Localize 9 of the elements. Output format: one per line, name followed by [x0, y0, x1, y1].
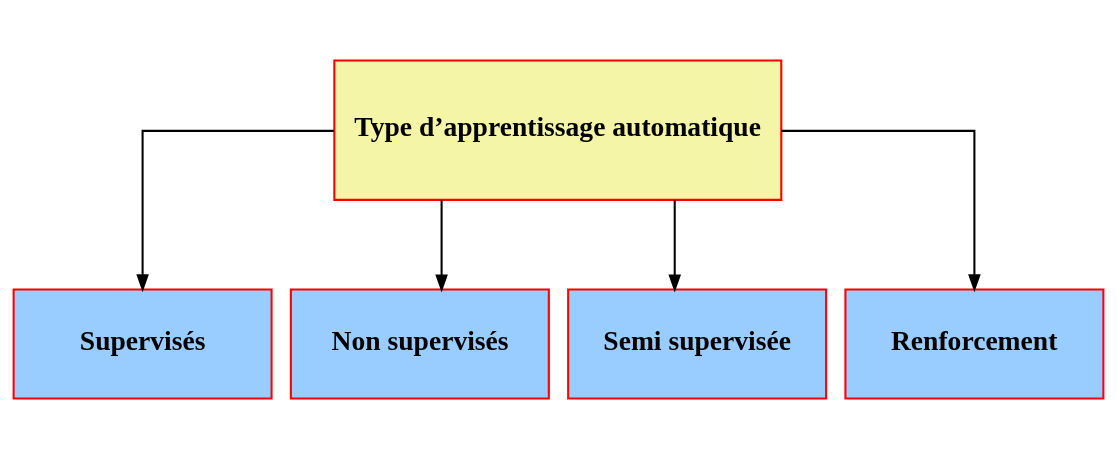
- node-box: Semi supervisée: [567, 288, 828, 400]
- arrow: [668, 200, 681, 293]
- arrow: [136, 129, 334, 293]
- arrow: [435, 200, 448, 293]
- node-box: Supervisés: [12, 288, 273, 400]
- node-box: Type d’apprentissage automatique: [333, 59, 783, 201]
- arrow: [781, 129, 981, 293]
- node-box: Renforcement: [844, 288, 1105, 400]
- node-box: Non supervisés: [289, 288, 550, 400]
